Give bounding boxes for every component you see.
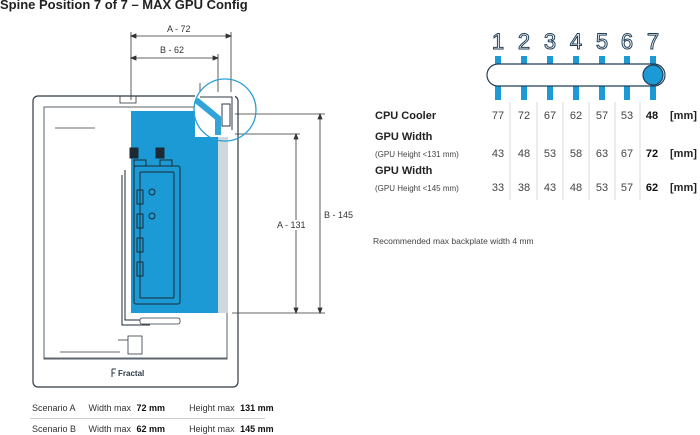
height-value: 131 mm: [240, 403, 274, 413]
unit-label: [mm]: [670, 182, 697, 194]
cell: 77: [491, 110, 505, 122]
scenario-a-row: Scenario A Width max 72 mm Height max 13…: [32, 403, 274, 413]
cell: 38: [517, 182, 531, 194]
side-clearance-strip: [218, 130, 228, 313]
cell: 43: [491, 148, 505, 160]
slider-track: [486, 63, 666, 87]
cell: 72: [517, 110, 531, 122]
side-dimension-lines: [232, 112, 325, 315]
row-sublabel: (GPU Height <145 mm): [375, 184, 459, 193]
spine-position-slider: [486, 56, 666, 100]
scenario-name: Scenario A: [32, 403, 76, 413]
height-label: Height max: [189, 424, 235, 434]
cell: 67: [543, 110, 557, 122]
cell-selected: 62: [645, 182, 659, 194]
width-label: Width max: [88, 424, 132, 434]
position-number-1: 1: [491, 29, 505, 54]
table-grid: [509, 102, 641, 200]
row-label: GPU Width: [375, 165, 433, 177]
scenario-b-row: Scenario B Width max 62 mm Height max 14…: [32, 424, 274, 434]
unit-label: [mm]: [670, 148, 697, 160]
cell: 33: [491, 182, 505, 194]
position-number-7: 7: [646, 29, 660, 54]
position-number-3: 3: [543, 29, 557, 54]
scenario-name: Scenario B: [32, 424, 77, 434]
gpu-card: [121, 147, 181, 326]
cell-selected: 72: [645, 148, 659, 160]
cell: 53: [620, 110, 634, 122]
cell-selected: 48: [645, 110, 659, 122]
row-label: GPU Width: [375, 131, 433, 143]
lower-bay: [60, 317, 181, 355]
top-dimension-lines: [129, 32, 233, 100]
cell: 63: [595, 148, 609, 160]
scenario-divider: [30, 418, 265, 419]
dim-side-b-label: B - 145: [324, 210, 354, 220]
cell: 53: [543, 148, 557, 160]
unit-label: [mm]: [670, 110, 697, 122]
position-number-4: 4: [569, 29, 583, 54]
cell: 57: [620, 182, 634, 194]
cell: 62: [569, 110, 583, 122]
width-value: 62 mm: [136, 424, 166, 434]
dim-side-a-label: A - 131: [277, 220, 306, 230]
cell: 67: [620, 148, 634, 160]
height-label: Height max: [189, 403, 235, 413]
dim-top-b-label: B - 62: [160, 45, 185, 55]
cell: 48: [517, 148, 531, 160]
cell: 58: [569, 148, 583, 160]
position-number-6: 6: [620, 29, 634, 54]
width-value: 72 mm: [136, 403, 166, 413]
brand-logo: [111, 368, 116, 377]
position-number-2: 2: [517, 29, 531, 54]
cell: 57: [595, 110, 609, 122]
height-value: 145 mm: [240, 424, 274, 434]
cell: 43: [543, 182, 557, 194]
row-label: CPU Cooler: [375, 110, 437, 122]
width-label: Width max: [88, 403, 132, 413]
position-number-5: 5: [595, 29, 609, 54]
row-sublabel: (GPU Height <131 mm): [375, 150, 459, 159]
brand-logo-text: Fractal: [118, 369, 145, 378]
cell: 53: [595, 182, 609, 194]
dim-top-a-label: A - 72: [167, 24, 191, 34]
backplate-note: Recommended max backplate width 4 mm: [373, 236, 534, 246]
page-title: Spine Position 7 of 7 – MAX GPU Config: [0, 0, 248, 12]
zoom-circle: [193, 78, 257, 142]
slider-knob[interactable]: [642, 64, 664, 86]
cell: 48: [569, 182, 583, 194]
